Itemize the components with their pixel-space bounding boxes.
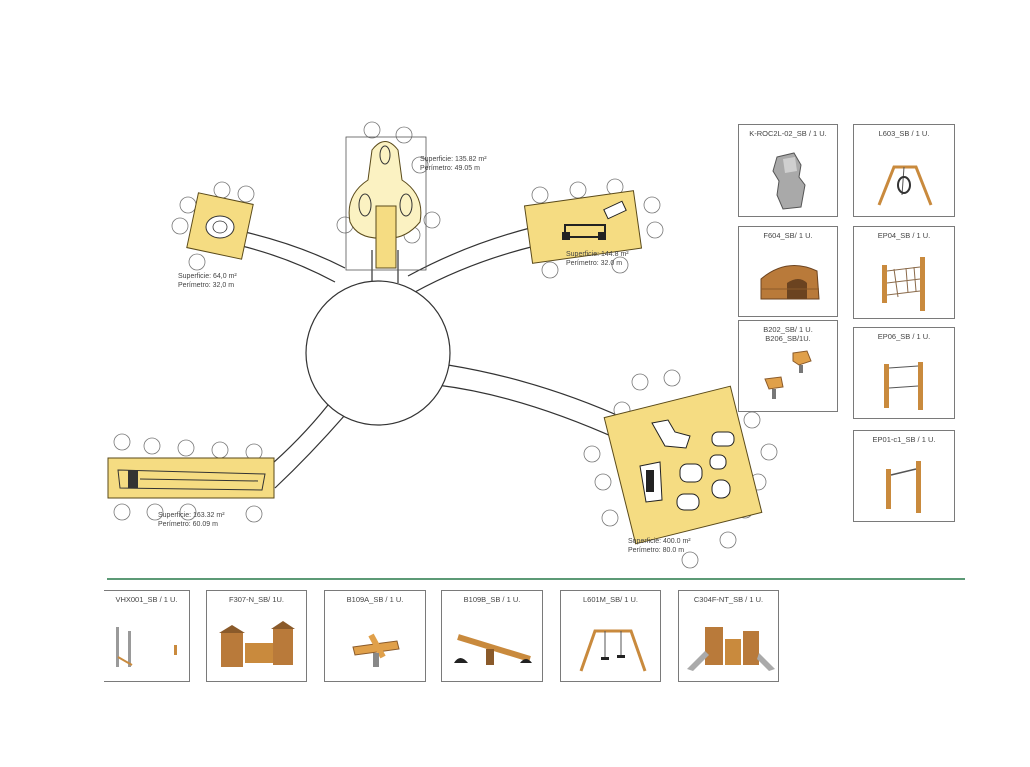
play-tower-icon bbox=[219, 621, 295, 667]
product-code: EP04_SB / 1 U. bbox=[877, 231, 931, 240]
central-roundabout bbox=[305, 280, 451, 426]
product-card-l601m: L601M_SB/ 1 U. bbox=[560, 590, 661, 682]
perimeter-text: Perímetro: 32.0 m bbox=[566, 260, 623, 267]
trees bbox=[113, 121, 778, 569]
product-code: L603_SB / 1 U. bbox=[878, 129, 930, 138]
product-code: B109B_SB / 1 U. bbox=[463, 595, 521, 604]
surface-text: Superficie: 144.8 m² bbox=[566, 251, 629, 258]
zone-top-right bbox=[523, 190, 643, 264]
path-top-left-lower bbox=[241, 245, 336, 283]
area-stats-bottom-right: Superficie: 400.0 m² Perímetro: 80.0 m bbox=[628, 537, 691, 555]
surface-text: Superficie: 400.0 m² bbox=[628, 538, 691, 545]
double-swing-icon bbox=[579, 629, 647, 672]
product-code: VHX001_SB / 1 U. bbox=[115, 595, 178, 604]
product-code: F604_SB/ 1 U. bbox=[763, 231, 813, 240]
product-code: B109A_SB / 1 U. bbox=[346, 595, 404, 604]
product-code: EP01-c1_SB / 1 U. bbox=[872, 435, 936, 444]
area-stats-top-center: Superficie: 135.82 m² Perímetro: 49.05 m bbox=[420, 155, 487, 173]
product-code: B202_SB/ 1 U. bbox=[763, 325, 813, 334]
product-card-ep04: EP04_SB / 1 U. bbox=[853, 226, 955, 319]
product-card-l603: L603_SB / 1 U. bbox=[853, 124, 955, 217]
climbing-rock-icon bbox=[772, 152, 806, 210]
product-code: F307-N_SB/ 1U. bbox=[228, 595, 285, 604]
product-code: EP06_SB / 1 U. bbox=[877, 332, 931, 341]
product-card-f604: F604_SB/ 1 U. bbox=[738, 226, 838, 317]
play-zones bbox=[107, 136, 763, 545]
product-card-ep01: EP01-c1_SB / 1 U. bbox=[853, 430, 955, 522]
product-code: L601M_SB/ 1 U. bbox=[582, 595, 639, 604]
area-stats-top-left: Superficie: 64,0 m² Perímetro: 32,0 m bbox=[178, 272, 237, 290]
perimeter-text: Perímetro: 49.05 m bbox=[420, 165, 480, 172]
product-code: B206_SB/1U. bbox=[765, 334, 811, 343]
fitness-station-icon bbox=[116, 627, 177, 667]
product-card-vhx001: VHX001_SB / 1 U. bbox=[104, 590, 190, 682]
climbing-net-icon bbox=[882, 257, 925, 311]
product-card-k-roc2l: K-ROC2L-02_SB / 1 U. bbox=[738, 124, 838, 217]
surface-text: Superficie: 64,0 m² bbox=[178, 273, 237, 280]
swing-icon bbox=[877, 165, 933, 206]
perimeter-text: Perímetro: 60.09 m bbox=[158, 521, 218, 528]
product-code: C304F-NT_SB / 1 U. bbox=[693, 595, 764, 604]
product-card-b109b: B109B_SB / 1 U. bbox=[441, 590, 543, 682]
area-stats-bottom-left: Superficie: 163.32 m² Perímetro: 60.09 m bbox=[158, 511, 225, 529]
surface-text: Superficie: 163.32 m² bbox=[158, 512, 225, 519]
perimeter-text: Perímetro: 80.0 m bbox=[628, 547, 685, 554]
surface-text: Superficie: 135.82 m² bbox=[420, 156, 487, 163]
product-card-f307n: F307-N_SB/ 1U. bbox=[206, 590, 307, 682]
product-card-b202-b206: B202_SB/ 1 U. B206_SB/1U. bbox=[738, 320, 838, 412]
product-card-c304f-nt: C304F-NT_SB / 1 U. bbox=[678, 590, 779, 682]
tunnel-icon bbox=[760, 265, 820, 300]
zone-top-center bbox=[345, 136, 427, 271]
area-stats-top-right: Superficie: 144.8 m² Perímetro: 32.0 m bbox=[566, 250, 629, 268]
product-card-b109a: B109A_SB / 1 U. bbox=[324, 590, 426, 682]
play-structure-slide-icon bbox=[687, 627, 775, 671]
product-card-ep06: EP06_SB / 1 U. bbox=[853, 327, 955, 419]
parallel-bars-icon bbox=[884, 362, 923, 410]
pull-up-bar-icon bbox=[886, 461, 921, 513]
spring-rider-icon bbox=[764, 350, 812, 399]
section-divider bbox=[107, 578, 965, 580]
product-code: K-ROC2L-02_SB / 1 U. bbox=[749, 129, 827, 138]
perimeter-text: Perímetro: 32,0 m bbox=[178, 282, 235, 289]
zone-bottom-right bbox=[603, 385, 763, 545]
zone-bottom-left bbox=[107, 457, 275, 499]
seesaw-icon bbox=[454, 634, 532, 665]
zone-top-left bbox=[186, 192, 254, 260]
seesaw-multi-icon bbox=[352, 633, 400, 667]
path-top-left-upper bbox=[244, 231, 346, 269]
walkways bbox=[241, 227, 629, 489]
